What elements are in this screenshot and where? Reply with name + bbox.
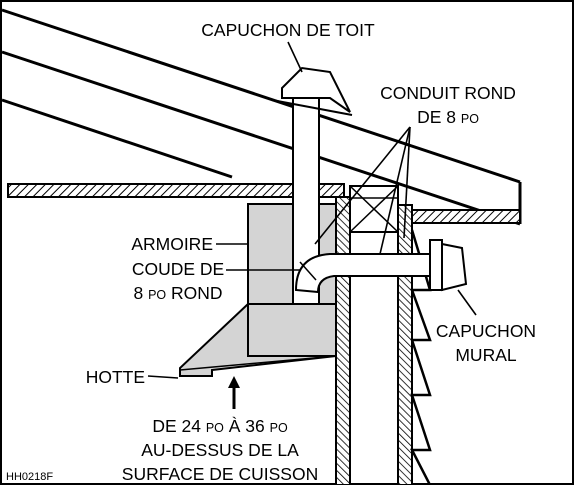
diagram-code: HH0218F — [6, 471, 53, 483]
label-wall-cap-line1: CAPUCHON — [436, 321, 536, 341]
wall-cap — [429, 239, 468, 292]
label-round-duct-line2: DE 8 PO — [417, 107, 479, 127]
label-clearance-line1: DE 24 PO À 36 PO — [152, 416, 288, 436]
exterior-wall — [335, 185, 413, 485]
clearance-arrow — [228, 376, 240, 409]
label-elbow-line2: 8 PO ROND — [133, 283, 222, 303]
label-round-duct-line1: CONDUIT ROND — [380, 83, 516, 103]
label-hood: HOTTE — [86, 367, 145, 387]
roof-cap — [271, 66, 353, 116]
range-hood — [179, 301, 337, 377]
siding — [409, 229, 432, 485]
label-cabinet: ARMOIRE — [131, 234, 213, 254]
label-wall-cap-line2: MURAL — [455, 345, 517, 365]
label-elbow-line1: COUDE DE — [132, 259, 224, 279]
leader-lines — [147, 41, 477, 379]
label-roof-cap: CAPUCHON DE TOIT — [201, 20, 375, 40]
label-clearance-line3: SURFACE DE CUISSON — [122, 464, 318, 484]
label-clearance-line2: AU-DESSUS DE LA — [141, 440, 299, 460]
